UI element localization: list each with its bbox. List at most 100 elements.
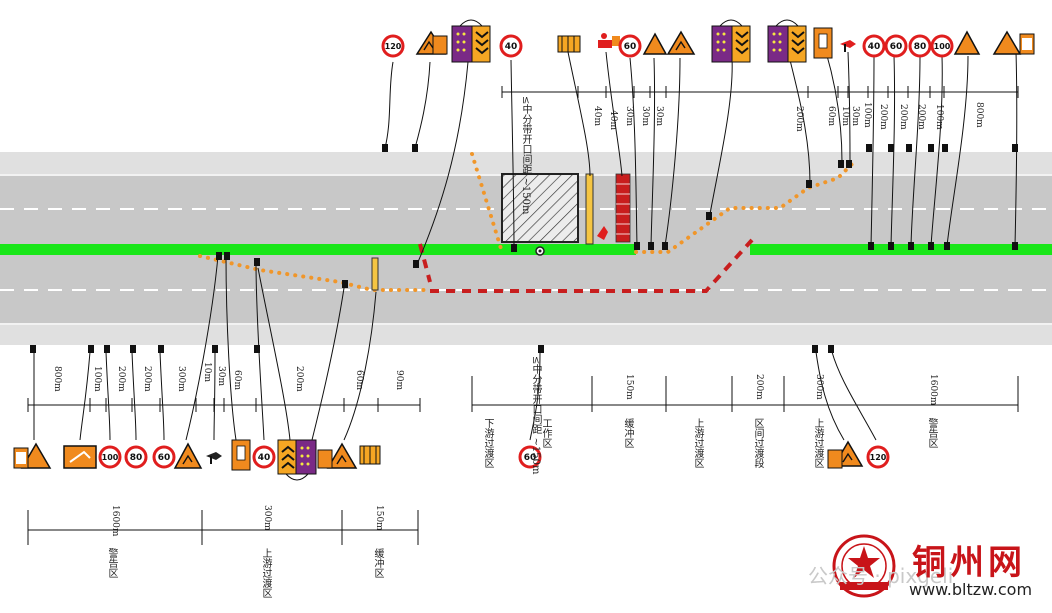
svg-text:40: 40 (258, 453, 271, 463)
top-distance-4: 30m (640, 106, 650, 126)
fence-barrier-sign-top (557, 35, 581, 53)
right-distance-4: 1600m (928, 374, 938, 406)
lane-closed-panel-sign (63, 445, 97, 469)
lower-zone-warning: 警告区 (106, 548, 117, 578)
right-distance-2: 200m (754, 374, 764, 400)
bottom-distance-6: 10m (202, 362, 212, 382)
lower-zone-dimension-line (27, 510, 419, 545)
bottom-distance-8: 60m (232, 370, 242, 390)
bottom-distance-4: 200m (142, 366, 152, 392)
bottom-opening-note: ≤中分带开口间距 ~150m (530, 356, 541, 475)
speed-limit-100-sign-top: 100 (930, 34, 954, 58)
svg-text:120: 120 (385, 42, 402, 51)
zone-work-area: 工作区 (540, 418, 551, 448)
cone-taper-upper (470, 152, 858, 254)
top-distance-13: 200m (916, 104, 926, 130)
speed-limit-120-sign-bottom: 120 (866, 445, 890, 469)
traffic-signal-sign-bottom (231, 439, 251, 471)
zone-downstream-transition: 下游过渡区 (482, 418, 493, 468)
zone-interval-transition: 区间过渡段 (752, 418, 763, 468)
barrier-line (418, 238, 754, 293)
work-area (501, 173, 631, 256)
svg-text:120: 120 (870, 453, 887, 462)
median-strip (0, 244, 1052, 255)
top-distance-5: 30m (654, 106, 664, 126)
lower-zone-distance-3: 150m (374, 505, 384, 531)
svg-text:80: 80 (914, 42, 927, 52)
zone-upstream-transition: 上游过渡区 (692, 418, 703, 468)
lower-zone-distance-2: 300m (262, 505, 272, 531)
roadwork-warning-triangle-bottom (173, 442, 203, 469)
bottom-dimension-line (27, 376, 1019, 412)
top-shoulder (0, 152, 1052, 174)
bottom-distance-2: 100m (92, 366, 102, 392)
roadwork-1.6km-sign-top (992, 30, 1035, 55)
svg-text:40: 40 (505, 42, 518, 52)
svg-text:60: 60 (524, 453, 537, 463)
horn-sign-bottom (206, 452, 222, 464)
speed-limit-80-sign-top: 80 (908, 34, 932, 58)
leader-lines (33, 51, 1018, 441)
top-distance-14: 100m (934, 104, 944, 130)
top-distance-7: 60m (826, 106, 836, 126)
svg-text:60: 60 (158, 453, 171, 463)
matrix-arrow-board-top-3 (767, 19, 807, 63)
watermark-brand: 铜州网 (912, 543, 1026, 583)
bottom-distance-7: 30m (216, 366, 226, 386)
speed-limit-60-sign-bottom: 60 (152, 445, 176, 469)
top-opening-note: ≤中分带开口间距 ~150m (520, 96, 531, 215)
right-distance-1: 150m (624, 374, 634, 400)
top-distance-10: 100m (862, 102, 872, 128)
zone-upstream-transition-2: 上游过渡区 (812, 418, 823, 468)
svg-text:100: 100 (934, 42, 951, 51)
watermark-url: www.bltzw.com (909, 580, 1033, 599)
flagger-icon (597, 226, 608, 240)
top-distance-12: 200m (898, 104, 908, 130)
lower-zone-distance-1: 1600m (110, 505, 120, 537)
lower-zone-buffer: 缓冲区 (372, 548, 383, 578)
top-distance-9: 30m (850, 106, 860, 126)
watermark-logo-icon (832, 534, 896, 598)
fence (585, 173, 594, 245)
warning-triangle-sign-top-2 (953, 30, 981, 55)
top-distance-15: 800m (974, 102, 984, 128)
crash-barrier-stack (615, 173, 631, 243)
median-opening (636, 244, 750, 255)
flagger-sign-top (598, 33, 620, 48)
roadwork-sign-with-plate-bottom (317, 442, 358, 469)
top-distance-3: 30m (624, 106, 634, 126)
roadwork-warning-triangle-top (666, 30, 696, 55)
speed-limit-60-sign-top: 60 (618, 34, 642, 58)
warning-triangle-sign-top-1 (642, 32, 668, 55)
svg-text:60: 60 (624, 42, 637, 52)
lower-zone-upstream-transition: 上游过渡区 (260, 548, 271, 598)
lower-fence (371, 257, 379, 291)
speed-limit-40-sign-bottom: 40 (252, 445, 276, 469)
speed-limit-80-sign-bottom: 80 (124, 445, 148, 469)
speed-limit-60-sign-top-2: 60 (884, 34, 908, 58)
horn-sign-top (840, 40, 856, 52)
cone-taper-lower (198, 254, 432, 292)
svg-text:80: 80 (130, 453, 143, 463)
matrix-arrow-board-top-2 (711, 19, 751, 63)
svg-text:60: 60 (890, 42, 903, 52)
bottom-distance-11: 90m (394, 370, 404, 390)
top-distance-8: 10m (840, 106, 850, 126)
fence-barrier-sign-bottom (359, 445, 381, 465)
matrix-arrow-board-top-1 (451, 19, 491, 63)
roadwork-1.6km-sign-bottom-left (13, 442, 52, 469)
bottom-distance-5: 300m (176, 366, 186, 392)
traffic-signal-sign-top (813, 27, 833, 59)
zone-warning: 警告区 (926, 418, 937, 448)
top-distance-11: 200m (878, 104, 888, 130)
zone-buffer: 缓冲区 (622, 418, 633, 448)
bottom-distance-3: 200m (116, 366, 126, 392)
top-distance-2: 40m (608, 110, 618, 130)
speed-limit-100-sign-bottom: 100 (98, 445, 122, 469)
speed-limit-120-sign-top: 120 (381, 34, 405, 58)
speed-limit-60-sign-center: 60 (518, 445, 542, 469)
matrix-arrow-board-bottom (277, 439, 317, 481)
watermark-faint-text: 公众号 · pixgeli (808, 564, 954, 588)
bottom-distance-10: 60m (354, 370, 364, 390)
right-distance-3: 300m (814, 374, 824, 400)
